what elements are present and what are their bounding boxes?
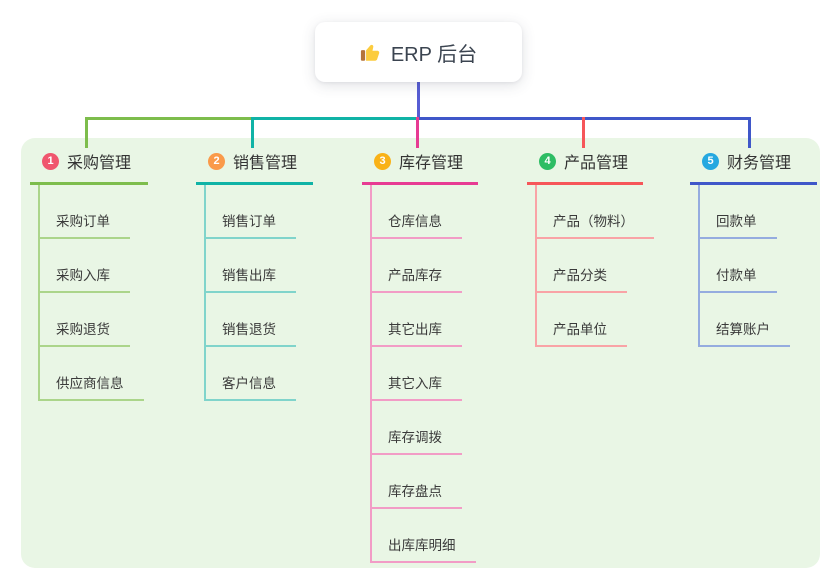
branch-title: 库存管理: [399, 155, 464, 172]
branch-drop-line-4: [582, 117, 585, 148]
branches-background-panel: [21, 138, 820, 568]
branch-children: 产品（物料）产品分类产品单位: [535, 185, 654, 347]
child-node-采购退货[interactable]: 采购退货: [40, 293, 130, 347]
child-node-产品单位[interactable]: 产品单位: [537, 293, 627, 347]
child-node-销售订单[interactable]: 销售订单: [206, 185, 296, 239]
root-connector-line: [417, 82, 420, 118]
branch-采购管理: 1 采购管理采购订单采购入库采购退货供应商信息: [30, 143, 148, 401]
child-node-销售出库[interactable]: 销售出库: [206, 239, 296, 293]
branch-number-badge: 3: [374, 152, 391, 170]
branch-title: 产品管理: [564, 155, 629, 172]
child-node-产品库存[interactable]: 产品库存: [372, 239, 462, 293]
branch-header-库存管理[interactable]: 3 库存管理: [362, 143, 478, 185]
branch-header-产品管理[interactable]: 4 产品管理: [527, 143, 643, 185]
branch-drop-line-2: [251, 117, 254, 148]
root-node-erp[interactable]: ERP 后台: [315, 22, 522, 82]
branch-children: 仓库信息产品库存其它出库其它入库库存调拨库存盘点出库库明细: [370, 185, 478, 563]
branch-财务管理: 5 财务管理回款单付款单结算账户: [690, 143, 817, 347]
child-node-仓库信息[interactable]: 仓库信息: [372, 185, 462, 239]
branch-header-销售管理[interactable]: 2 销售管理: [196, 143, 313, 185]
branch-children: 采购订单采购入库采购退货供应商信息: [38, 185, 148, 401]
child-node-库存盘点[interactable]: 库存盘点: [372, 455, 462, 509]
branch-drop-line-3: [416, 117, 419, 148]
child-node-回款单[interactable]: 回款单: [700, 185, 777, 239]
bus-segment-1: [85, 117, 251, 120]
child-node-销售退货[interactable]: 销售退货: [206, 293, 296, 347]
child-node-产品分类[interactable]: 产品分类: [537, 239, 627, 293]
branch-number-badge: 1: [42, 152, 59, 170]
branch-number-badge: 4: [539, 152, 556, 170]
branch-drop-line-5: [748, 117, 751, 148]
branch-drop-line-1: [85, 117, 88, 148]
child-node-付款单[interactable]: 付款单: [700, 239, 777, 293]
branch-number-badge: 5: [702, 152, 719, 170]
child-node-库存调拨[interactable]: 库存调拨: [372, 401, 462, 455]
child-node-产品（物料）[interactable]: 产品（物料）: [537, 185, 654, 239]
branch-库存管理: 3 库存管理仓库信息产品库存其它出库其它入库库存调拨库存盘点出库库明细: [362, 143, 478, 563]
branch-title: 销售管理: [233, 155, 298, 172]
branch-title: 财务管理: [727, 155, 792, 172]
branch-header-采购管理[interactable]: 1 采购管理: [30, 143, 148, 185]
branch-children: 销售订单销售出库销售退货客户信息: [204, 185, 313, 401]
branch-产品管理: 4 产品管理产品（物料）产品分类产品单位: [527, 143, 654, 347]
child-node-采购订单[interactable]: 采购订单: [40, 185, 130, 239]
child-node-供应商信息[interactable]: 供应商信息: [40, 347, 144, 401]
child-node-结算账户[interactable]: 结算账户: [700, 293, 790, 347]
child-node-其它出库[interactable]: 其它出库: [372, 293, 462, 347]
child-node-出库库明细[interactable]: 出库库明细: [372, 509, 476, 563]
branch-children: 回款单付款单结算账户: [698, 185, 817, 347]
bus-segment-2: [251, 117, 417, 120]
thumbs-up-icon: [360, 44, 380, 61]
child-node-其它入库[interactable]: 其它入库: [372, 347, 462, 401]
branch-header-财务管理[interactable]: 5 财务管理: [690, 143, 817, 185]
branch-title: 采购管理: [67, 155, 132, 172]
branch-number-badge: 2: [208, 152, 225, 170]
branch-销售管理: 2 销售管理销售订单销售出库销售退货客户信息: [196, 143, 313, 401]
root-node-label: ERP 后台: [390, 43, 478, 66]
child-node-客户信息[interactable]: 客户信息: [206, 347, 296, 401]
child-node-采购入库[interactable]: 采购入库: [40, 239, 130, 293]
